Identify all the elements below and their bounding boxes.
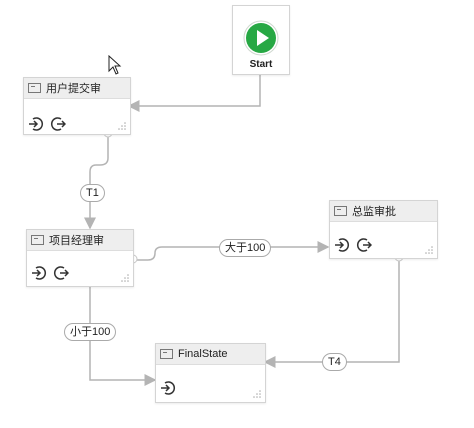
entry-action-icon[interactable] xyxy=(334,237,350,253)
play-icon xyxy=(243,20,279,56)
state-icon xyxy=(28,83,41,93)
connector-start-to-user[interactable] xyxy=(127,73,261,112)
mouse-cursor-icon xyxy=(108,55,122,75)
state-icon xyxy=(334,206,347,216)
transition-label-gt100[interactable]: 大于100 xyxy=(219,239,272,257)
exit-action-icon[interactable] xyxy=(50,116,66,132)
state-title: FinalState xyxy=(178,348,228,360)
resize-grip-icon[interactable] xyxy=(425,246,433,254)
entry-action-icon[interactable] xyxy=(160,380,176,396)
entry-action-icon[interactable] xyxy=(28,116,44,132)
connector-gt100[interactable] xyxy=(133,241,330,261)
connector-lt100[interactable] xyxy=(89,285,157,386)
connector-t1[interactable] xyxy=(84,133,109,230)
state-title: 用户提交审 xyxy=(46,83,101,95)
state-title: 总监审批 xyxy=(352,206,396,218)
final-state-icon xyxy=(160,349,173,359)
state-header[interactable]: FinalState xyxy=(156,344,265,365)
state-header[interactable]: 项目经理审 xyxy=(27,230,133,251)
state-header[interactable]: 用户提交审 xyxy=(24,78,130,99)
state-title: 项目经理审 xyxy=(49,235,104,247)
exit-action-icon[interactable] xyxy=(356,237,372,253)
connector-t4[interactable] xyxy=(263,257,400,368)
state-project-manager[interactable]: 项目经理审 xyxy=(26,229,134,287)
transition-label-t4[interactable]: T4 xyxy=(322,353,347,371)
state-icon xyxy=(31,235,44,245)
start-label: Start xyxy=(249,59,273,70)
entry-action-icon[interactable] xyxy=(31,265,47,281)
state-final[interactable]: FinalState xyxy=(155,343,266,403)
state-header[interactable]: 总监审批 xyxy=(330,201,437,222)
resize-grip-icon[interactable] xyxy=(118,122,126,130)
exit-action-icon[interactable] xyxy=(53,265,69,281)
state-user-submit[interactable]: 用户提交审 xyxy=(23,77,131,135)
resize-grip-icon[interactable] xyxy=(253,390,261,398)
transition-label-lt100[interactable]: 小于100 xyxy=(64,323,117,341)
transition-label-t1[interactable]: T1 xyxy=(80,184,105,202)
start-node[interactable]: Start xyxy=(232,5,290,75)
state-director-approval[interactable]: 总监审批 xyxy=(329,200,438,259)
resize-grip-icon[interactable] xyxy=(121,274,129,282)
